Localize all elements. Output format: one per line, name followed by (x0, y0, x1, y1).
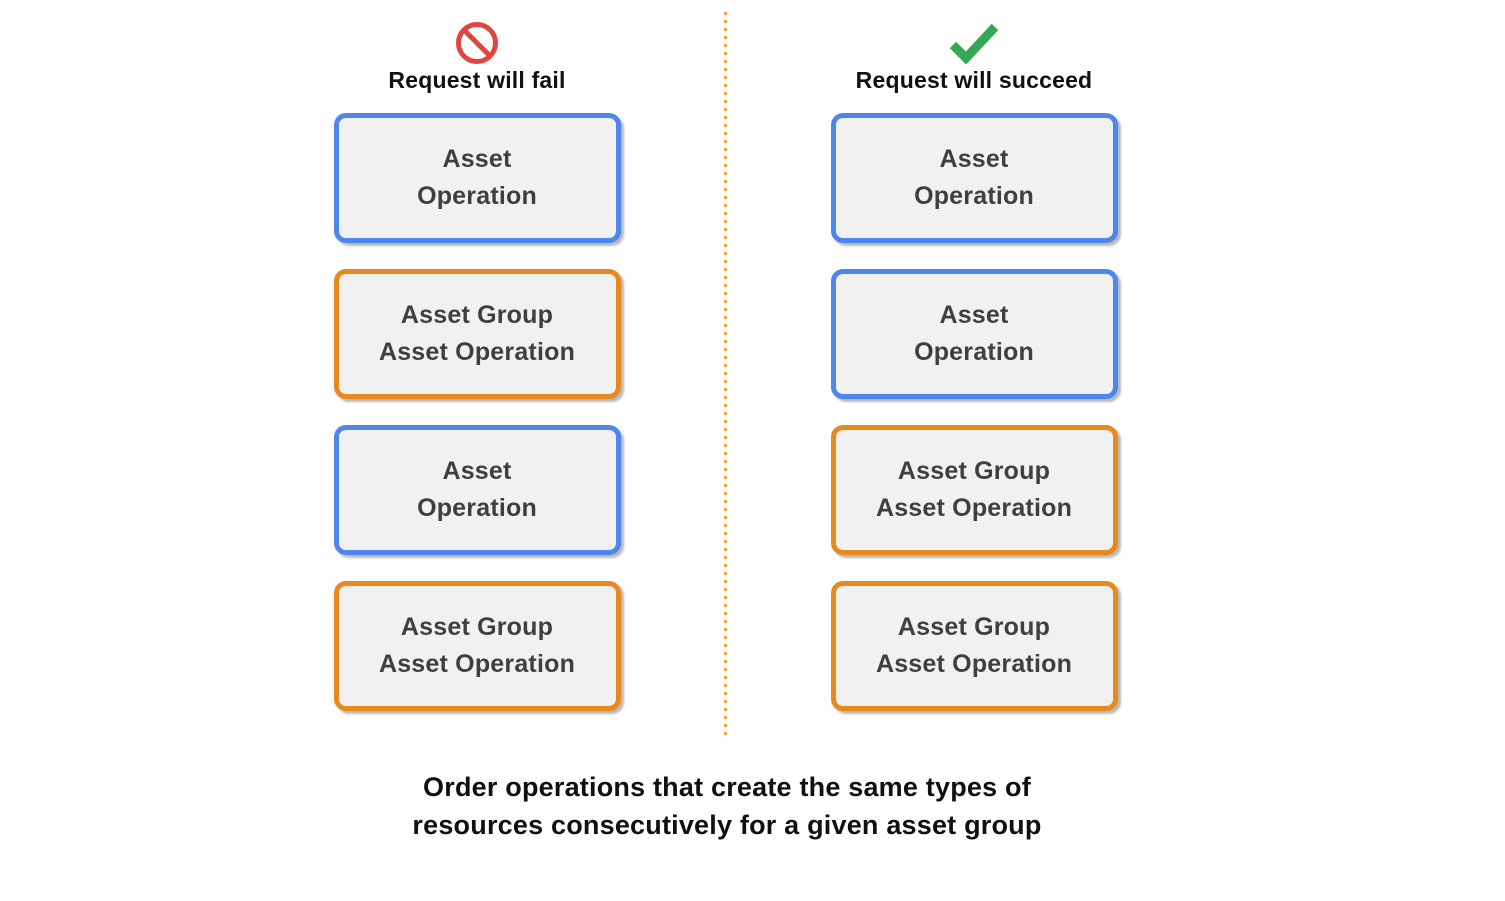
box-label: Asset Operation (914, 145, 1034, 210)
success-box-2-asset-operation: Asset Operation (830, 269, 1118, 399)
diagram-caption: Order operations that create the same ty… (412, 772, 1042, 840)
fail-column-header: Request will fail (388, 0, 565, 113)
success-box-3-asset-group-asset-operation: Asset Group Asset Operation (830, 425, 1118, 555)
checkmark-icon (945, 20, 1003, 66)
fail-box-4-asset-group-asset-operation: Asset Group Asset Operation (333, 581, 621, 711)
success-column: Request will succeed Asset Operation Ass… (814, 0, 1134, 737)
box-label: Asset Group Asset Operation (378, 613, 576, 678)
success-column-title: Request will succeed (855, 67, 1093, 93)
fail-box-2-asset-group-asset-operation: Asset Group Asset Operation (333, 269, 621, 399)
column-divider (724, 12, 727, 738)
box-label: Asset Group Asset Operation (378, 301, 576, 366)
box-label: Asset Operation (914, 301, 1034, 366)
success-box-1-asset-operation: Asset Operation (830, 113, 1118, 243)
fail-box-3-asset-operation: Asset Operation (333, 425, 621, 555)
fail-column-title: Request will fail (388, 67, 566, 93)
fail-box-1-asset-operation: Asset Operation (333, 113, 621, 243)
box-label: Asset Group Asset Operation (875, 457, 1073, 522)
prohibition-icon (455, 20, 499, 66)
box-label: Asset Operation (417, 145, 537, 210)
box-label: Asset Group Asset Operation (875, 613, 1073, 678)
success-column-header: Request will succeed (856, 0, 1093, 113)
box-label: Asset Operation (417, 457, 537, 522)
success-box-4-asset-group-asset-operation: Asset Group Asset Operation (830, 581, 1118, 711)
fail-column: Request will fail Asset Operation Asset … (317, 0, 637, 737)
